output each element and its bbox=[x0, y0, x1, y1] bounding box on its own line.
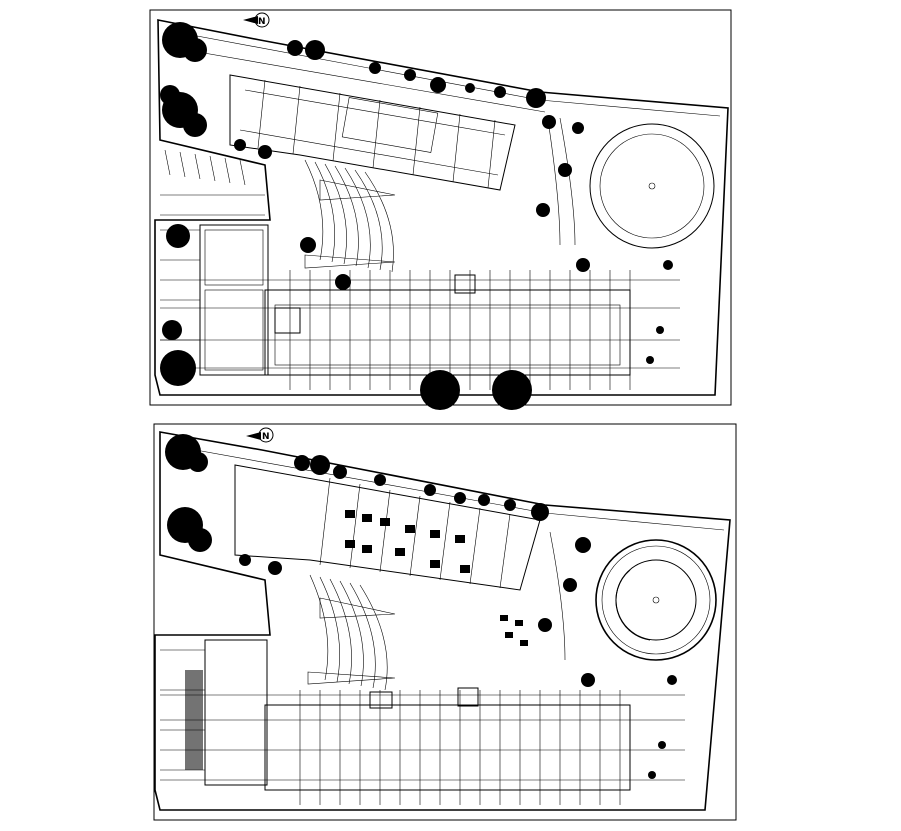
lower-site-boundary bbox=[154, 431, 731, 811]
upper-colonnade bbox=[160, 270, 680, 390]
lower-colonnade bbox=[160, 687, 685, 805]
lower-trees bbox=[165, 434, 677, 779]
lower-sheet-border bbox=[153, 423, 737, 821]
lower-amphitheater-steps bbox=[307, 574, 396, 691]
lower-left-structure bbox=[160, 639, 268, 786]
lower-main-building bbox=[234, 464, 541, 591]
lower-north-arrow-icon: N bbox=[246, 427, 274, 443]
lower-seating-blocks bbox=[345, 510, 528, 646]
upper-sheet-border bbox=[149, 9, 732, 406]
upper-amphitheater-steps bbox=[304, 159, 396, 273]
upper-building-grid bbox=[257, 79, 496, 189]
lower-circular-hall bbox=[549, 531, 717, 661]
upper-site-plan: N bbox=[149, 9, 732, 410]
upper-parking bbox=[160, 149, 265, 216]
north-label: N bbox=[258, 17, 266, 27]
north-arrow-icon: N bbox=[243, 12, 270, 28]
lower-site-plan: N bbox=[153, 423, 737, 821]
upper-main-building bbox=[229, 74, 516, 191]
lower-north-label: N bbox=[262, 432, 270, 442]
upper-circular-plaza bbox=[547, 117, 715, 249]
upper-trees bbox=[160, 22, 673, 410]
upper-site-boundary bbox=[154, 19, 729, 396]
